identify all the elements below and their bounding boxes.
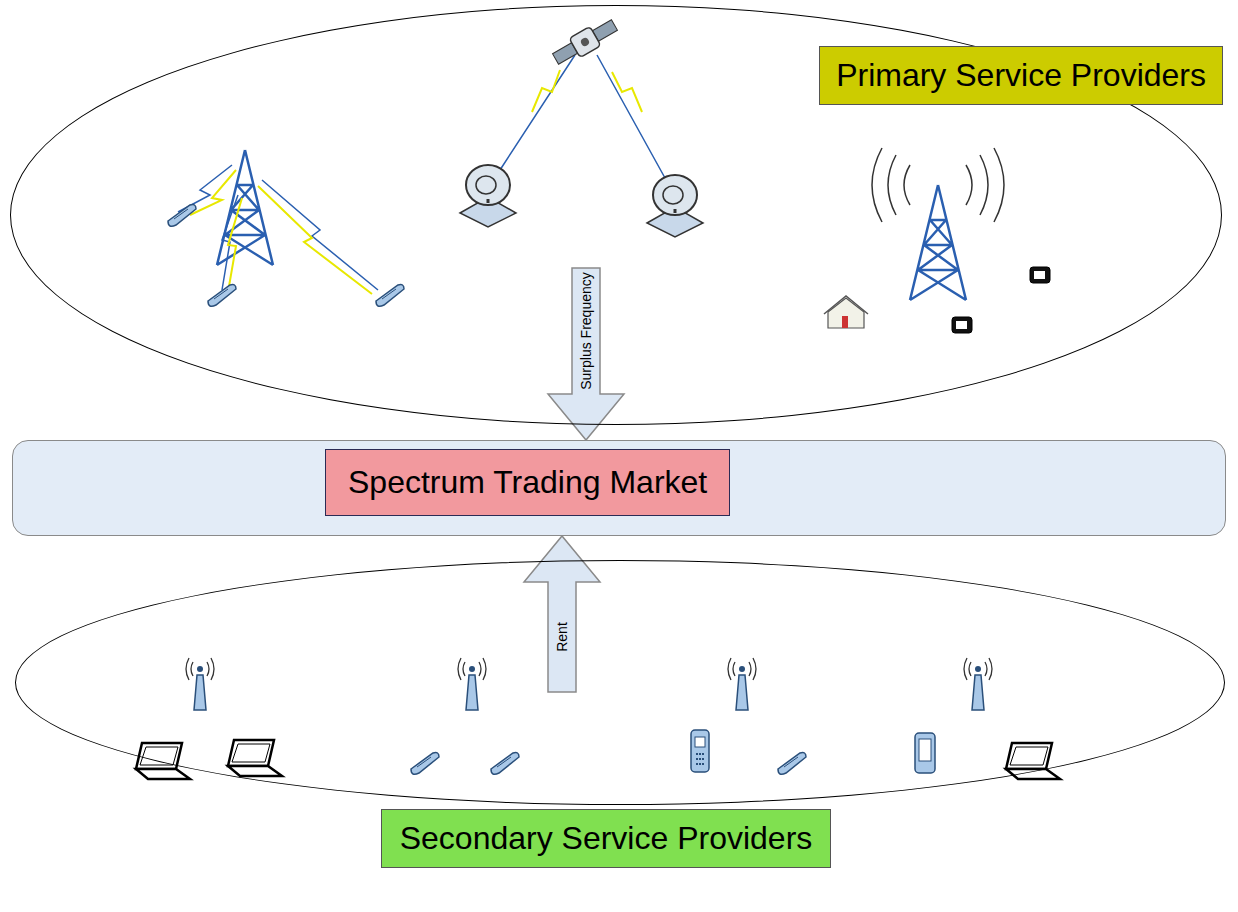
region-label: Secondary Service Providers xyxy=(381,809,832,868)
market-band: Spectrum Trading Market xyxy=(12,440,1226,536)
region-label: Primary Service Providers xyxy=(819,46,1223,105)
arrow-label: Surplus Frequency xyxy=(578,270,594,392)
provider-region: Secondary Service Providers xyxy=(15,560,1225,805)
market-label: Spectrum Trading Market xyxy=(325,449,730,516)
arrow-label: Rent xyxy=(554,620,570,654)
block-arrow xyxy=(548,268,624,440)
provider-region: Primary Service Providers xyxy=(10,5,1222,425)
